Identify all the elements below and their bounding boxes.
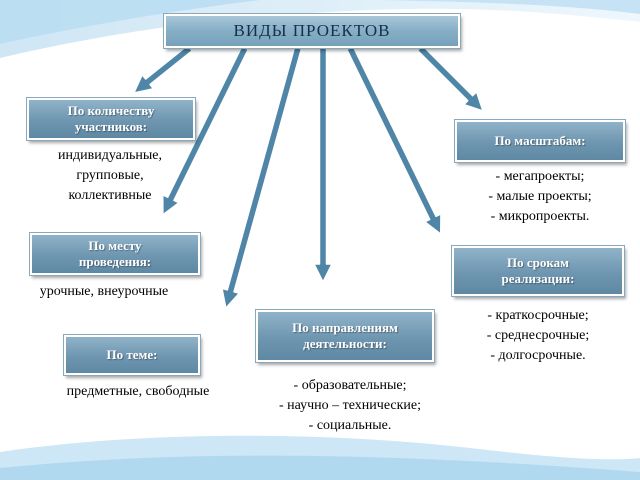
category-item: коллективные xyxy=(68,188,152,203)
category-label-line: По направлениям xyxy=(292,320,398,335)
arrow-place xyxy=(162,45,249,216)
category-label-line: участников: xyxy=(74,119,148,134)
category-item: - малые проекты; xyxy=(488,189,592,204)
category-items-place: урочные, внеурочные xyxy=(14,282,194,302)
category-item: - долгосрочные. xyxy=(490,348,586,363)
category-items-participants: индивидуальные, групповые, коллективные xyxy=(30,146,190,206)
category-label-line: деятельности: xyxy=(303,336,387,351)
category-item: - образовательные; xyxy=(293,378,407,393)
category-box-topic: По теме: xyxy=(63,334,201,376)
category-item: индивидуальные, xyxy=(58,148,162,163)
category-items-duration: - краткосрочные; - среднесрочные; - долг… xyxy=(452,306,624,366)
category-box-scale: По масштабам: xyxy=(454,119,626,163)
category-item: предметные, свободные xyxy=(66,384,210,399)
category-item: - среднесрочные; xyxy=(486,328,590,343)
category-items-scale: - мегапроекты; - малые проекты; - микроп… xyxy=(455,167,625,227)
category-label-line: реализации: xyxy=(501,271,575,286)
arrow-participants xyxy=(133,44,193,94)
category-item: - микропроекты. xyxy=(490,209,590,224)
diagram-title: ВИДЫ ПРОЕКТОВ xyxy=(233,21,391,40)
category-label-line: проведения: xyxy=(78,254,152,269)
category-items-topic: предметные, свободные xyxy=(40,382,236,402)
category-box-direction: По направлениям деятельности: xyxy=(255,309,435,363)
arrow-duration xyxy=(346,45,442,235)
category-item: - мегапроекты; xyxy=(495,169,585,184)
category-box-participants: По количеству участников: xyxy=(26,97,196,141)
category-box-duration: По срокам реализации: xyxy=(451,245,625,297)
category-label-line: По теме: xyxy=(106,347,158,362)
category-item: групповые, xyxy=(76,168,144,183)
title-box: ВИДЫ ПРОЕКТОВ xyxy=(163,13,461,49)
category-label-line: По месту xyxy=(88,238,142,253)
category-item: - научно – технические; xyxy=(278,398,422,413)
category-label-line: По количеству xyxy=(67,103,155,118)
category-item: урочные, внеурочные xyxy=(39,284,169,299)
arrow-direction xyxy=(313,47,333,283)
category-item: - краткосрочные; xyxy=(487,308,589,323)
category-label-line: По масштабам: xyxy=(494,133,586,148)
category-items-direction: - образовательные; - научно – технически… xyxy=(250,376,450,436)
arrow-topic xyxy=(221,46,303,309)
category-label-line: По срокам xyxy=(506,255,569,270)
category-item: - социальные. xyxy=(308,418,392,433)
category-box-place: По месту проведения: xyxy=(29,232,201,276)
arrow-scale xyxy=(416,44,484,112)
